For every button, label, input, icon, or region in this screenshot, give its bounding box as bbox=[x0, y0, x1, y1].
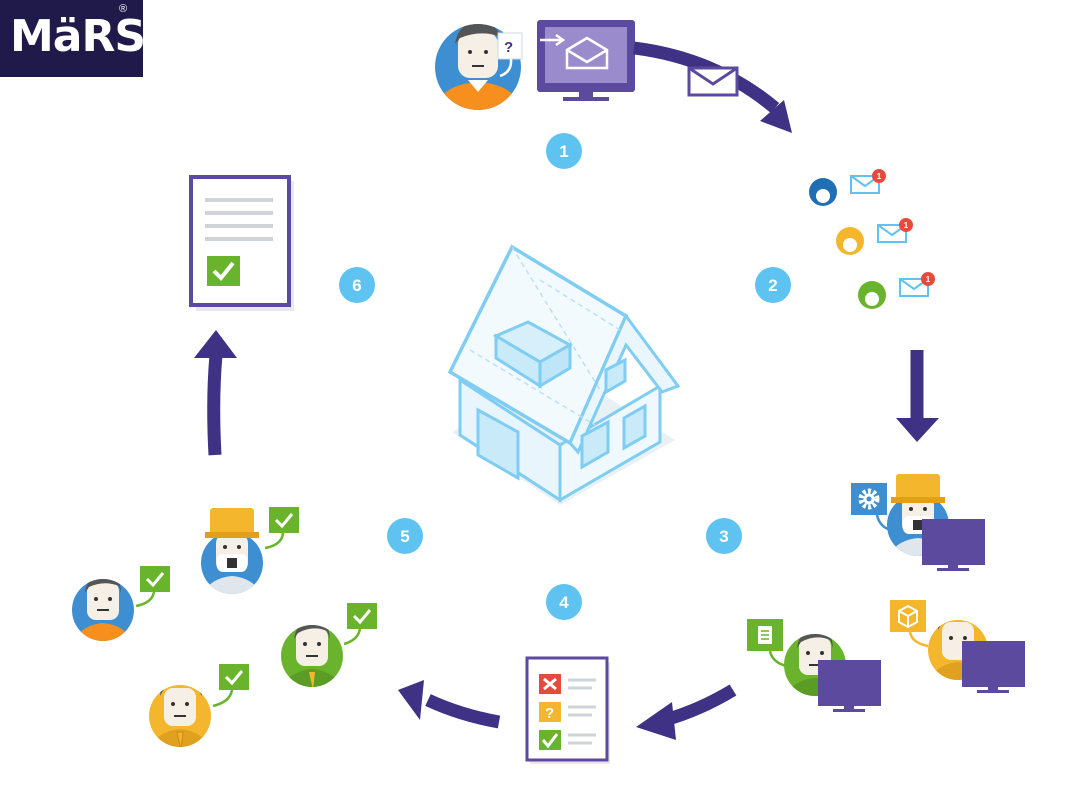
step-2-notifications: 1 1 1 bbox=[809, 169, 935, 309]
monitor-icon bbox=[818, 660, 881, 712]
monitor-icon bbox=[962, 641, 1025, 693]
check-icon bbox=[264, 507, 299, 550]
step-6-approved-document bbox=[189, 175, 294, 311]
mars-logo: MäRS ® bbox=[0, 0, 146, 77]
logo-text: MäRS bbox=[10, 11, 146, 62]
step-5-approvals bbox=[72, 507, 377, 747]
step-badge-3: 3 bbox=[706, 518, 742, 554]
step-1-request-illustration: ? bbox=[435, 20, 792, 133]
monitor-icon bbox=[537, 20, 635, 101]
arrow-4-to-5 bbox=[398, 680, 501, 729]
step-number: 3 bbox=[719, 527, 728, 546]
check-icon bbox=[343, 603, 377, 646]
question-mark: ? bbox=[545, 705, 554, 722]
badge-count: 1 bbox=[877, 172, 882, 181]
step-badge-4: 4 bbox=[546, 584, 582, 620]
notification-badge bbox=[872, 169, 886, 183]
notification-row: 1 bbox=[809, 169, 886, 206]
box-icon bbox=[890, 600, 929, 648]
step-badge-1: 1 bbox=[546, 133, 582, 169]
arrow-3-to-4 bbox=[636, 684, 737, 740]
worker-avatar bbox=[149, 685, 211, 747]
person-avatar: ? bbox=[435, 24, 523, 110]
check-icon bbox=[539, 730, 561, 750]
badge-count: 1 bbox=[904, 221, 909, 230]
check-icon bbox=[135, 566, 170, 608]
engineer-avatar bbox=[201, 508, 263, 594]
roof-window bbox=[492, 320, 574, 389]
reject-icon bbox=[539, 674, 561, 694]
step-number: 4 bbox=[559, 593, 569, 612]
registered-mark: ® bbox=[119, 3, 128, 15]
step-badge-2: 2 bbox=[755, 267, 791, 303]
step-badge-5: 5 bbox=[387, 518, 423, 554]
check-icon bbox=[212, 664, 249, 708]
step-4-checklist: ? bbox=[525, 656, 610, 764]
step-number: 6 bbox=[352, 276, 361, 295]
mail-icon bbox=[877, 224, 907, 243]
notification-badge bbox=[899, 218, 913, 232]
check-icon bbox=[207, 256, 240, 286]
step-number: 2 bbox=[768, 276, 777, 295]
step-3-work-illustration bbox=[747, 474, 1025, 712]
monitor-icon bbox=[922, 519, 985, 571]
step-number: 1 bbox=[559, 142, 568, 161]
gear-icon bbox=[851, 483, 893, 532]
envelope-icon bbox=[687, 66, 739, 97]
envelope-open-icon bbox=[565, 36, 609, 70]
notification-row: 1 bbox=[858, 272, 935, 309]
person-avatar bbox=[72, 579, 134, 641]
arrow-2-to-3 bbox=[896, 350, 939, 442]
arrow-5-to-6 bbox=[194, 330, 237, 456]
worker-avatar bbox=[281, 625, 343, 687]
question-mark: ? bbox=[504, 39, 513, 56]
notification-row: 1 bbox=[836, 218, 913, 255]
house-wireframe bbox=[447, 244, 681, 505]
badge-count: 1 bbox=[926, 275, 931, 284]
notification-badge bbox=[921, 272, 935, 286]
step-number: 5 bbox=[400, 527, 409, 546]
question-icon: ? bbox=[539, 702, 561, 722]
document-icon bbox=[747, 619, 787, 668]
step-badge-6: 6 bbox=[339, 267, 375, 303]
